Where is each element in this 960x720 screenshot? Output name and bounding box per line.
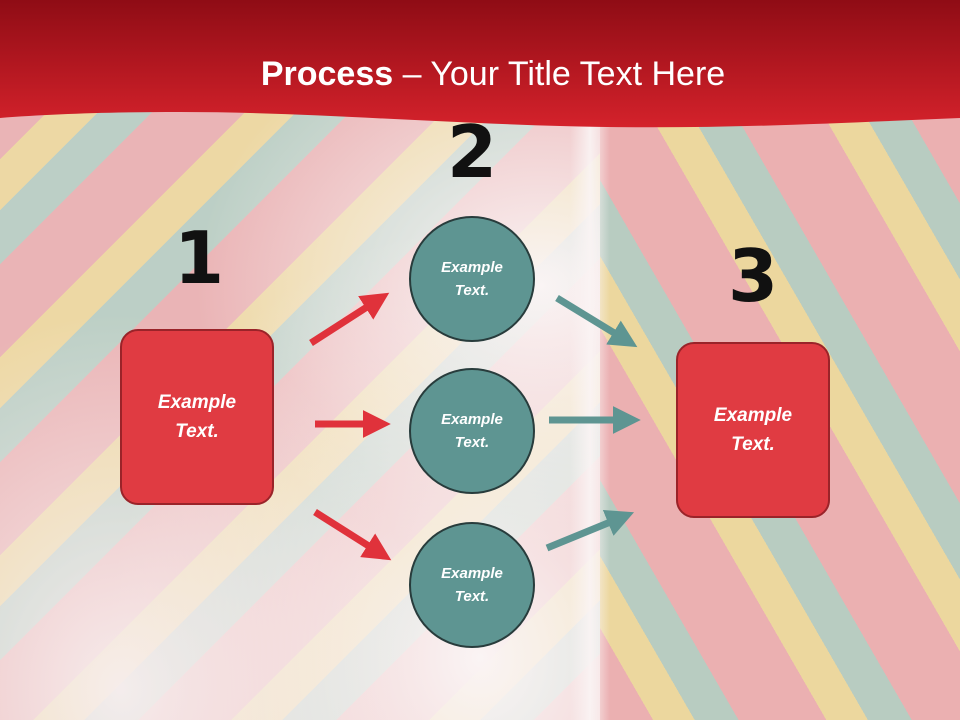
step-number-3: 3 [727,234,779,318]
slide-title: Process – Your Title Text Here [0,54,960,94]
step-3-text: Example Text. [713,405,793,455]
circle-3-text: Example Text. [441,565,503,605]
step-3-box: Example Text. [676,342,830,518]
step-2-circle-2: Example Text. [409,368,535,494]
step-2-circle-3: Example Text. [409,522,535,648]
step-2-circle-1: Example Text. [409,216,535,342]
title-rest: – Your Title Text Here [393,55,726,93]
step-number-1: 1 [173,216,225,300]
title-bold: Process [260,55,394,93]
step-1-box: Example Text. [120,329,274,505]
circle-1-text: Example Text. [441,259,503,299]
step-number-2: 2 [446,110,498,194]
circle-2-text: Example Text. [441,411,503,451]
background-divider [570,100,610,720]
step-1-text: Example Text. [157,392,237,442]
header-band [0,0,960,135]
header-wave [0,0,960,128]
